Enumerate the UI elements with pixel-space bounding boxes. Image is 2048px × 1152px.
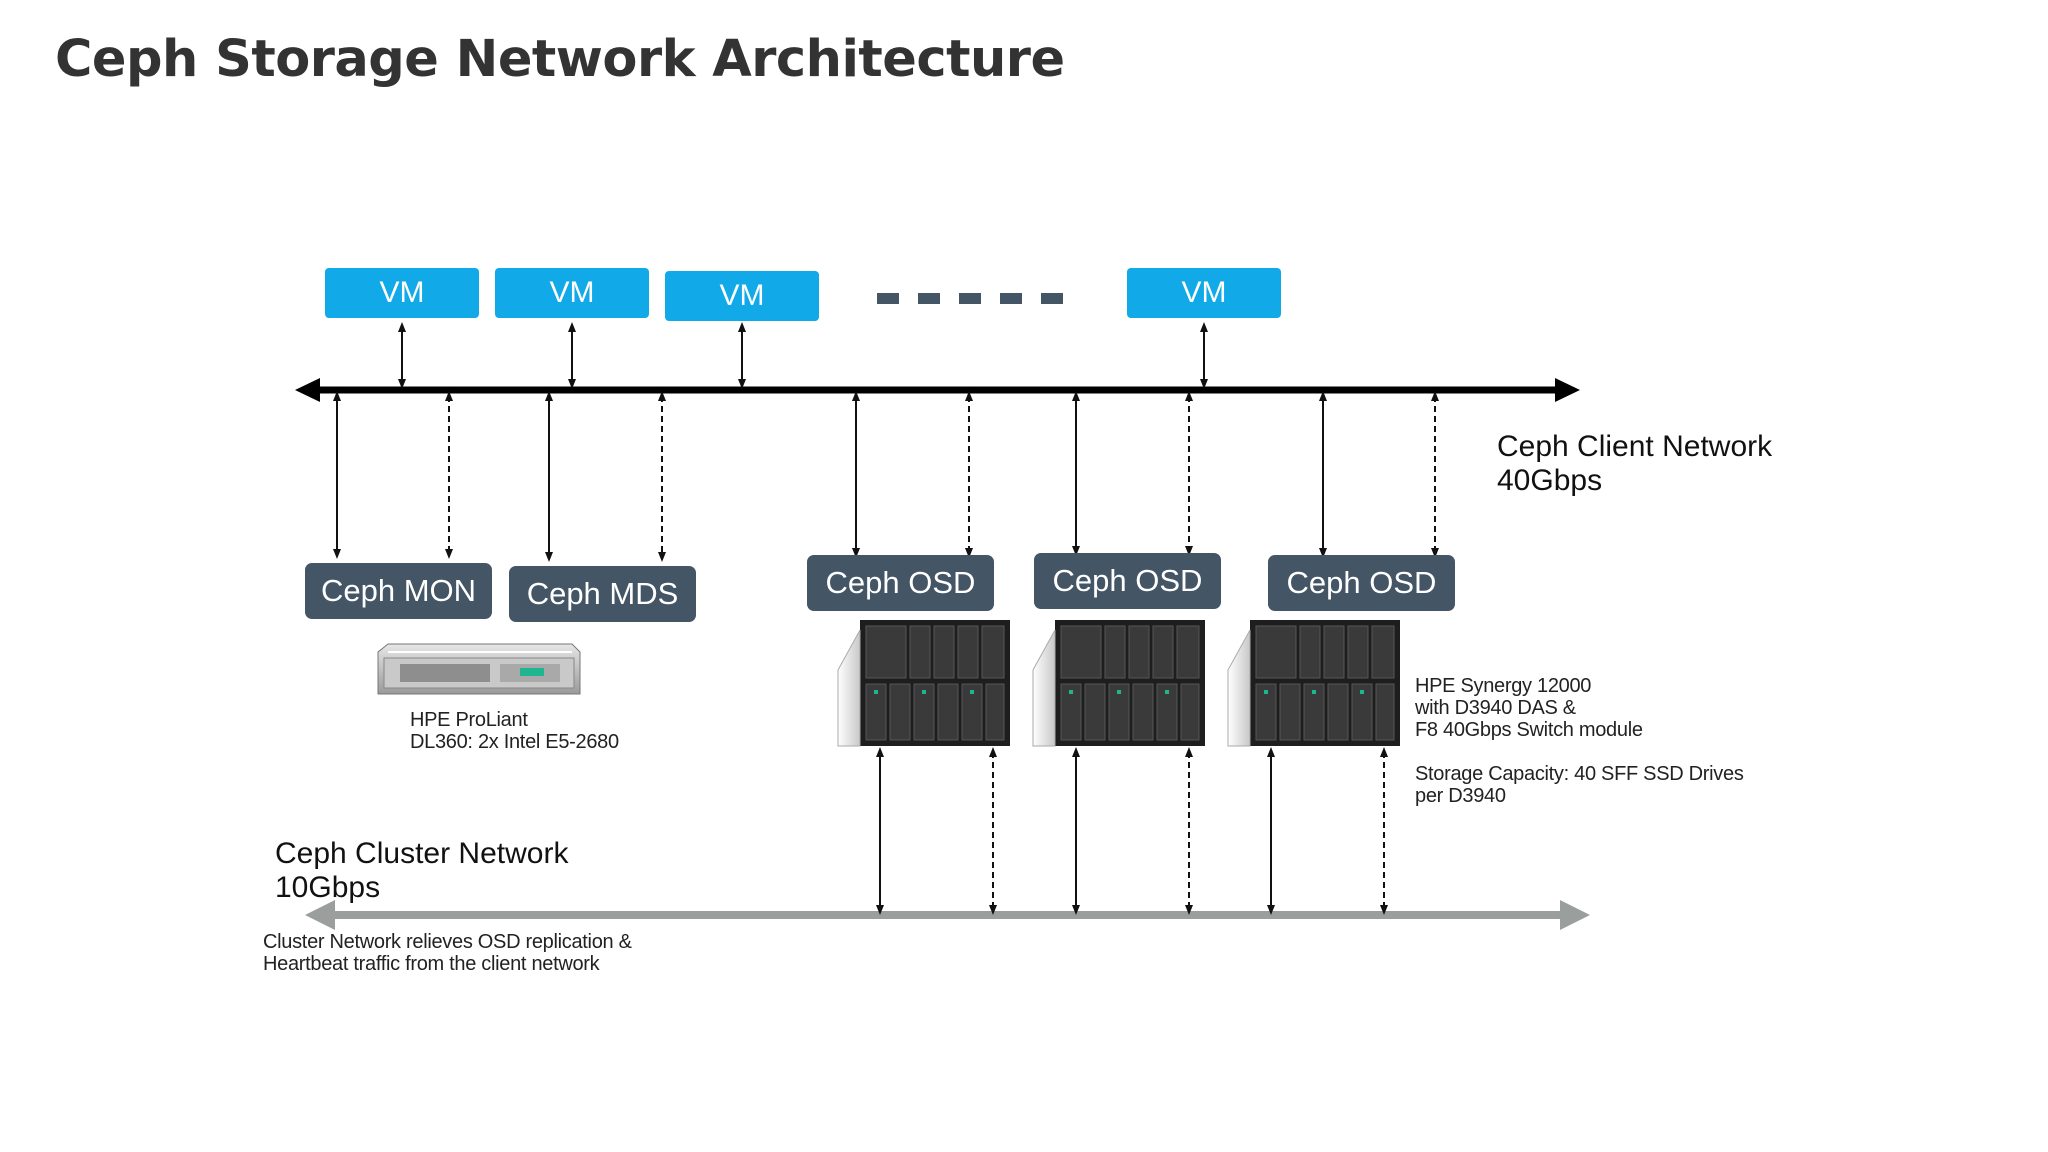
synergy-note-line-5: per D3940 [1415, 785, 1506, 807]
cluster-network-name: Ceph Cluster Network [275, 837, 569, 870]
osd-cluster-links [876, 747, 1388, 915]
ceph-mds-box: Ceph MDS [509, 566, 696, 622]
synergy-frame-image-3 [1227, 620, 1400, 747]
ceph-mon-box: Ceph MON [305, 563, 492, 619]
vm-box-4: VM [1127, 268, 1281, 318]
vm-box-2: VM [495, 268, 649, 318]
node-client-links [333, 391, 1439, 562]
cluster-note-line-1: Cluster Network relieves OSD replication… [263, 931, 632, 953]
cluster-network-note: Cluster Network relieves OSD replication… [263, 931, 632, 975]
proliant-note-line-2: DL360: 2x Intel E5-2680 [410, 731, 619, 753]
client-network-label: Ceph Client Network 40Gbps [1497, 430, 1772, 498]
synergy-frame-image-2 [1032, 620, 1205, 747]
cluster-network-label: Ceph Cluster Network 10Gbps [275, 837, 568, 905]
synergy-frame-image-1 [837, 620, 1010, 747]
client-network-speed: 40Gbps [1497, 464, 1603, 497]
synergy-note-line-2: with D3940 DAS & [1415, 697, 1576, 719]
vm-ellipsis [877, 293, 1063, 304]
proliant-note-line-1: HPE ProLiant [410, 709, 528, 731]
vm-links [398, 322, 1208, 389]
ceph-osd-box-3: Ceph OSD [1268, 555, 1455, 611]
synergy-note-line-1: HPE Synergy 12000 [1415, 675, 1592, 697]
page-title: Ceph Storage Network Architecture [55, 30, 1065, 89]
client-network-bus [295, 378, 1580, 402]
ceph-osd-box-1: Ceph OSD [807, 555, 994, 611]
vm-box-3: VM [665, 271, 819, 321]
ceph-osd-box-2: Ceph OSD [1034, 553, 1221, 609]
synergy-note-line-4: Storage Capacity: 40 SFF SSD Drives [1415, 763, 1744, 785]
cluster-network-bus [305, 900, 1590, 930]
vm-box-1: VM [325, 268, 479, 318]
synergy-note-line-3: F8 40Gbps Switch module [1415, 719, 1643, 741]
client-network-name: Ceph Client Network [1497, 430, 1773, 463]
cluster-note-line-2: Heartbeat traffic from the client networ… [263, 953, 600, 975]
proliant-note: HPE ProLiant DL360: 2x Intel E5-2680 [410, 709, 619, 753]
cluster-network-speed: 10Gbps [275, 871, 381, 904]
proliant-server-image [377, 643, 581, 695]
synergy-note: HPE Synergy 12000 with D3940 DAS & F8 40… [1415, 675, 1744, 807]
